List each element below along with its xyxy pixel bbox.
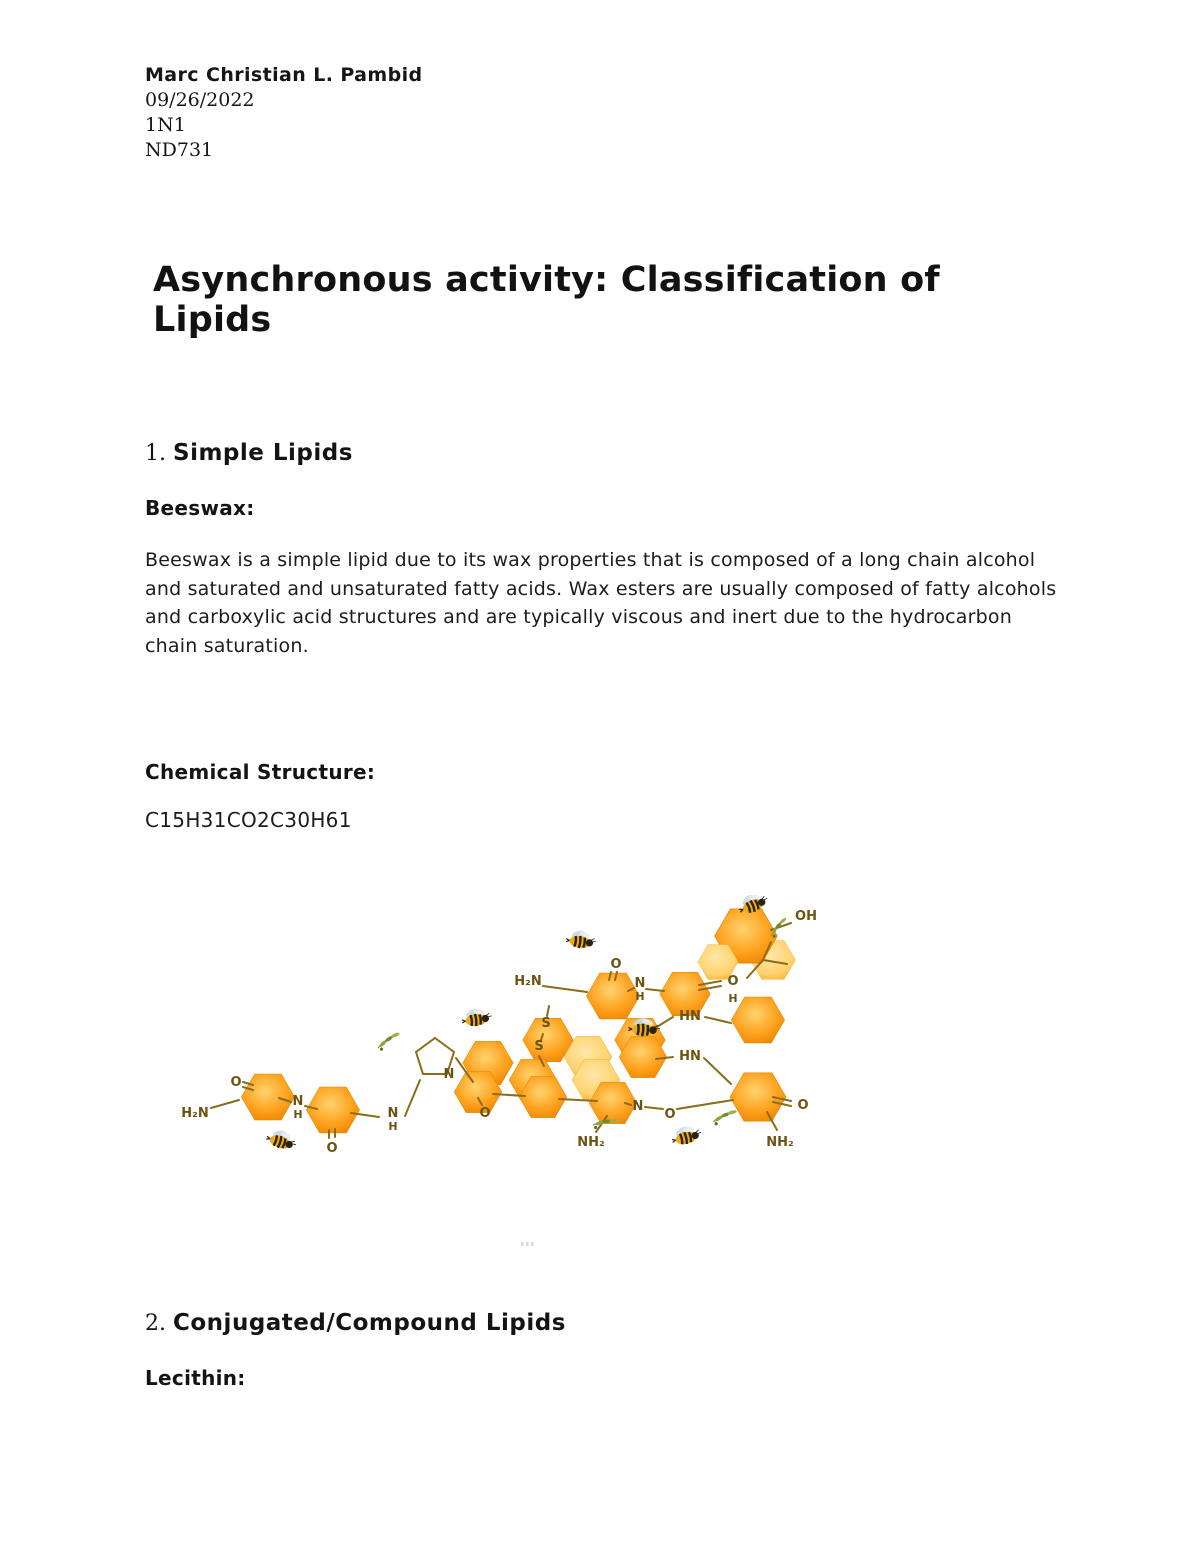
section-2-heading: 2. Conjugated/Compound Lipids <box>145 1310 1070 1336</box>
author-name: Marc Christian L. Pambid <box>145 64 423 86</box>
section-2-title: Conjugated/Compound Lipids <box>173 1310 566 1336</box>
document-title: Asynchronous activity: Classification of… <box>153 260 940 340</box>
atom-label: S <box>534 1039 543 1054</box>
honeycomb-hexagon <box>306 1086 360 1134</box>
chemical-structure-label: Chemical Structure: <box>145 760 376 784</box>
atom-label: H <box>728 992 737 1005</box>
bee-icon <box>263 1124 301 1154</box>
atom-label: N <box>635 976 646 991</box>
atom-label: H <box>388 1120 397 1133</box>
atom-label: HN <box>679 1049 701 1064</box>
atom-label: O <box>479 1106 490 1121</box>
bee-icon <box>668 1120 705 1148</box>
atom-label: H₂N <box>181 1106 208 1121</box>
atom-label: N <box>633 1099 644 1114</box>
section-conjugated-lipids: 2. Conjugated/Compound Lipids Lecithin: <box>145 1310 1070 1390</box>
figure-caption-mark <box>521 1242 534 1246</box>
atom-label: N <box>388 1106 399 1121</box>
atom-label: H <box>293 1108 302 1121</box>
bee-icon <box>564 925 599 952</box>
atom-label: O <box>326 1141 337 1156</box>
section-1-number: 1. <box>145 441 166 466</box>
pyrrolidine-ring <box>414 1036 456 1075</box>
honeycomb-hexagon <box>586 972 640 1020</box>
atom-label: H <box>635 990 644 1003</box>
atom-label: S <box>541 1016 550 1031</box>
document-header: Marc Christian L. Pambid 09/26/2022 1N1 … <box>145 62 1070 163</box>
chemical-formula: C15H31CO2C30H61 <box>145 808 352 832</box>
bond-path <box>538 1005 732 1085</box>
beeswax-term: Beeswax: <box>145 496 255 520</box>
honeycomb-cluster <box>241 908 796 1134</box>
atom-label: O <box>727 974 738 989</box>
chemical-bonds <box>210 922 792 1139</box>
atom-label: N <box>293 1094 304 1109</box>
section-1-heading: 1. Simple Lipids <box>145 440 1070 466</box>
section-simple-lipids: 1. Simple Lipids Beeswax: Beeswax is a si… <box>145 440 1070 1280</box>
beeswax-description: Beeswax is a simple lipid due to its wax… <box>145 549 1057 657</box>
honeycomb-hexagon <box>241 1073 295 1121</box>
atom-labels: H₂N H₂N OH HN HN NH₂ NH₂ N H N H N N N H… <box>181 909 817 1156</box>
atom-label: NH₂ <box>577 1135 604 1150</box>
atom-label: O <box>664 1107 675 1122</box>
header-section-code: 1N1 <box>145 114 186 136</box>
header-course-code: ND731 <box>145 139 214 161</box>
atom-label: OH <box>795 909 817 924</box>
bond-path <box>542 922 792 993</box>
atom-label: O <box>230 1075 241 1090</box>
honeycomb-hexagon <box>731 996 785 1044</box>
header-date: 09/26/2022 <box>145 89 255 111</box>
section-1-title: Simple Lipids <box>173 440 353 466</box>
atom-label: H₂N <box>514 974 541 989</box>
bee-icon <box>459 1004 494 1029</box>
lecithin-term: Lecithin: <box>145 1366 246 1390</box>
atom-label: HN <box>679 1009 701 1024</box>
beeswax-structure-illustration: H₂N H₂N OH HN HN NH₂ NH₂ N H N H N N N H… <box>181 890 817 1246</box>
atom-label: N <box>444 1067 455 1082</box>
beeswax-structure-figure: H₂N H₂N OH HN HN NH₂ NH₂ N H N H N N N H… <box>173 890 838 1280</box>
atom-label: O <box>797 1098 808 1113</box>
atom-label: NH₂ <box>766 1135 793 1150</box>
olive-sprig-icon <box>374 1030 404 1053</box>
atom-label: O <box>610 957 621 972</box>
section-2-number: 2. <box>145 1311 166 1336</box>
olive-sprig-icon <box>711 1108 739 1127</box>
